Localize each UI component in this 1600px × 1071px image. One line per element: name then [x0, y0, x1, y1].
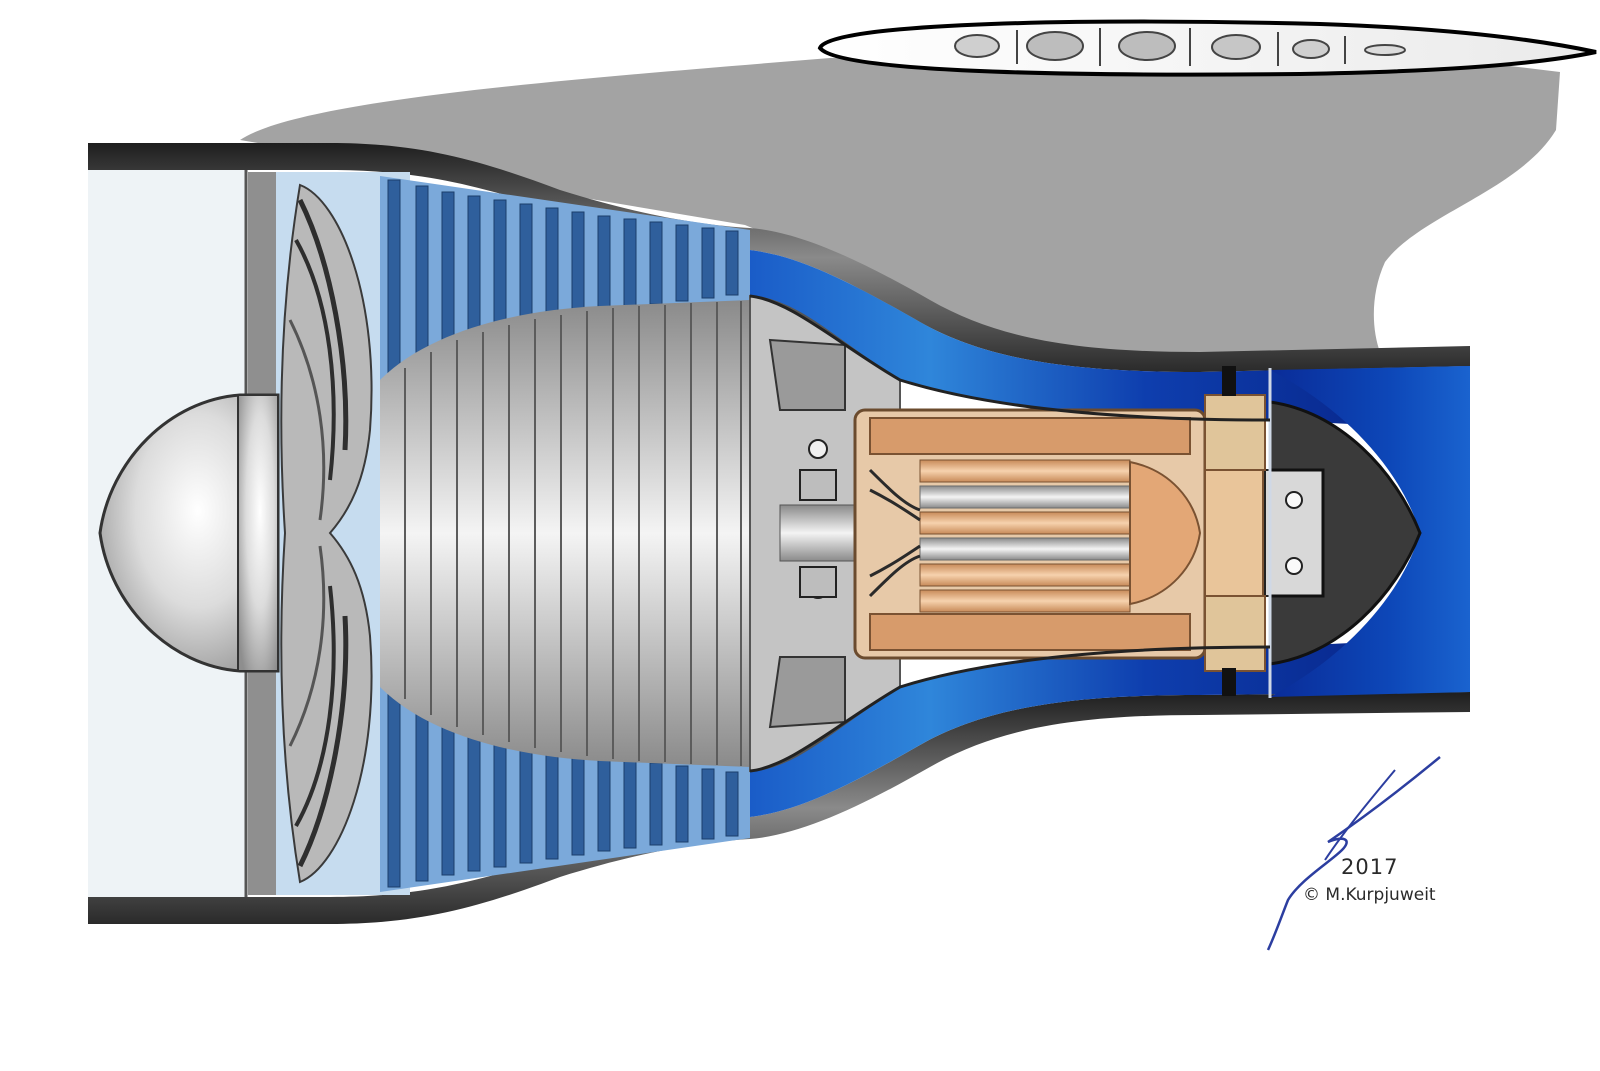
compressor-rotor-blades	[404, 301, 742, 766]
aft-bearing-housing	[1264, 469, 1324, 597]
motor-stator-bottom	[869, 613, 1191, 651]
nacelle-top-shell	[88, 143, 1470, 372]
motor-rotor-bars	[919, 459, 1131, 613]
motor-windings	[868, 468, 921, 598]
wing-section	[817, 19, 1597, 77]
motor-end-cap	[1129, 460, 1202, 606]
diffuser-vane-bottom	[768, 656, 846, 729]
spinner-cone	[98, 393, 280, 673]
aft-bearings	[1285, 491, 1303, 575]
turbine-frame-top	[1204, 394, 1266, 471]
compressor-stators	[387, 179, 739, 888]
tail-cone	[1268, 400, 1422, 666]
motor-stator-top	[869, 417, 1191, 455]
exhaust-nozzle	[1270, 366, 1470, 697]
signature-caption: 2017 © M.Kurpjuweit	[1303, 855, 1436, 905]
signature-mark	[1266, 756, 1441, 951]
wing-ribs	[954, 28, 1406, 66]
fan-blades	[280, 183, 373, 884]
core-cowl-bottom	[749, 645, 1271, 773]
aft-coupling	[1204, 469, 1264, 597]
compressor-drum	[380, 300, 750, 767]
signature-credit: © M.Kurpjuweit	[1303, 885, 1436, 905]
bypass-duct-bottom	[750, 637, 1470, 817]
bypass-duct-top	[750, 250, 1470, 430]
front-bearings	[799, 439, 837, 599]
signature-year: 2017	[1341, 855, 1399, 879]
strut-top	[1222, 366, 1236, 396]
nacelle-bottom-shell	[88, 692, 1470, 924]
strut-bottom	[1222, 668, 1236, 696]
diffuser-vane-top	[768, 338, 846, 411]
turbine-frame-bottom	[1204, 595, 1266, 672]
core-cowl-top	[749, 294, 1271, 422]
pylon-shape	[240, 58, 1560, 352]
